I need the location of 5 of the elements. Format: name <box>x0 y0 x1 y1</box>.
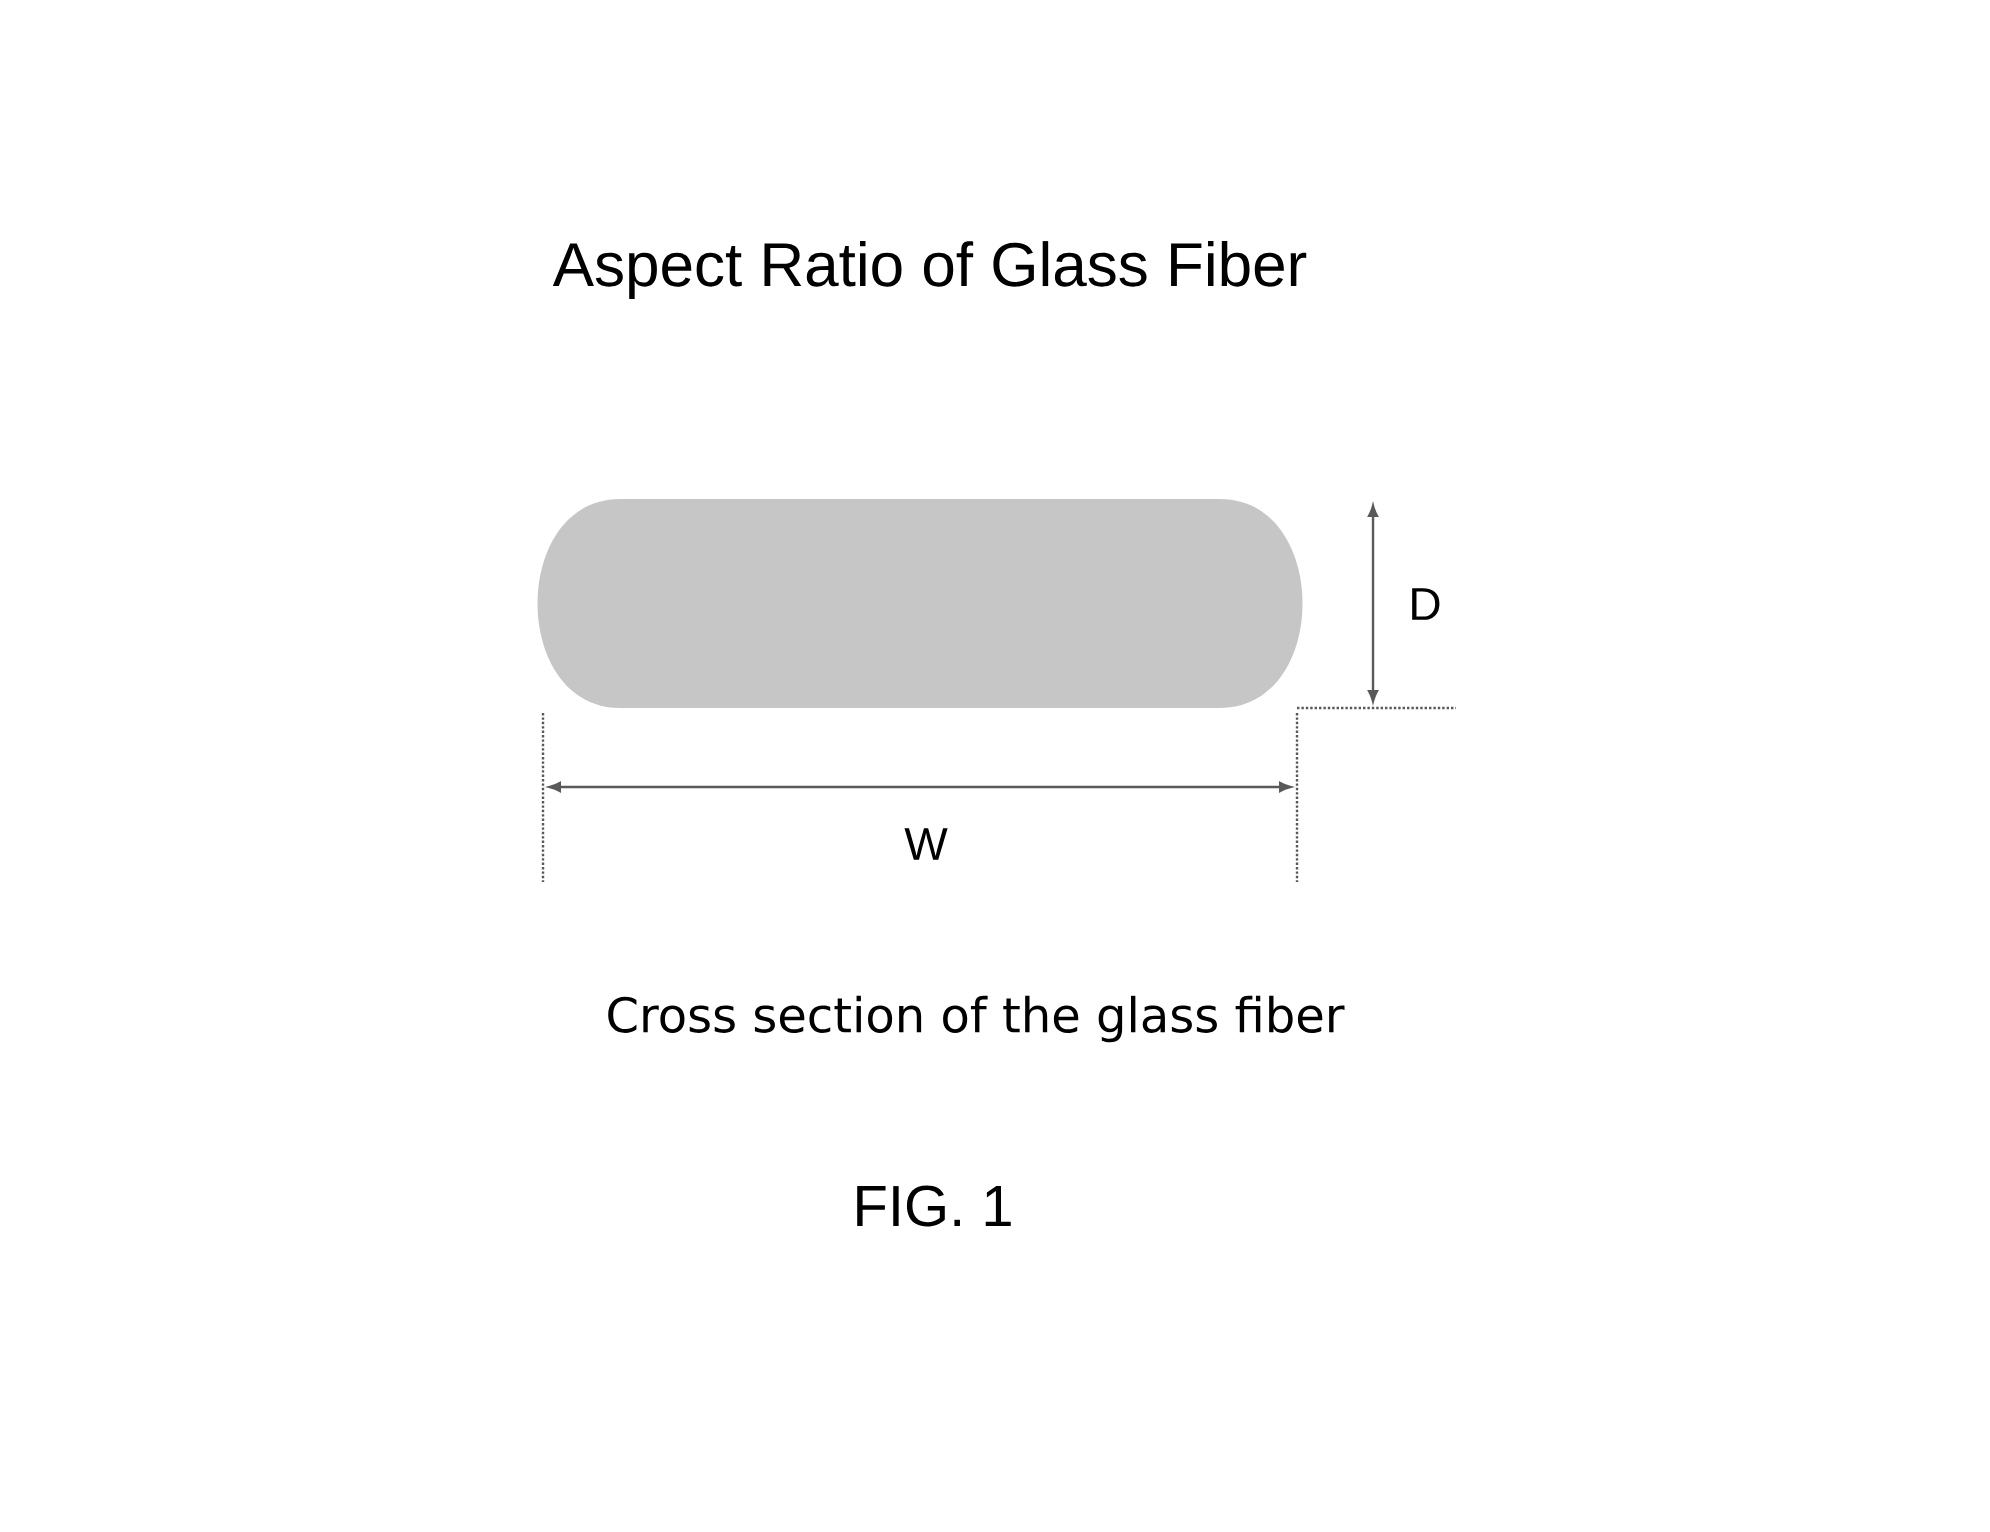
figure-number: FIG. 1 <box>857 1185 1011 1227</box>
title: Aspect Ratio of Glass Fiber <box>552 241 1307 299</box>
dimension-label: W <box>904 828 948 860</box>
dimension-label: D <box>1412 588 1440 620</box>
caption: Cross section of the glass fiber <box>608 995 1345 1043</box>
